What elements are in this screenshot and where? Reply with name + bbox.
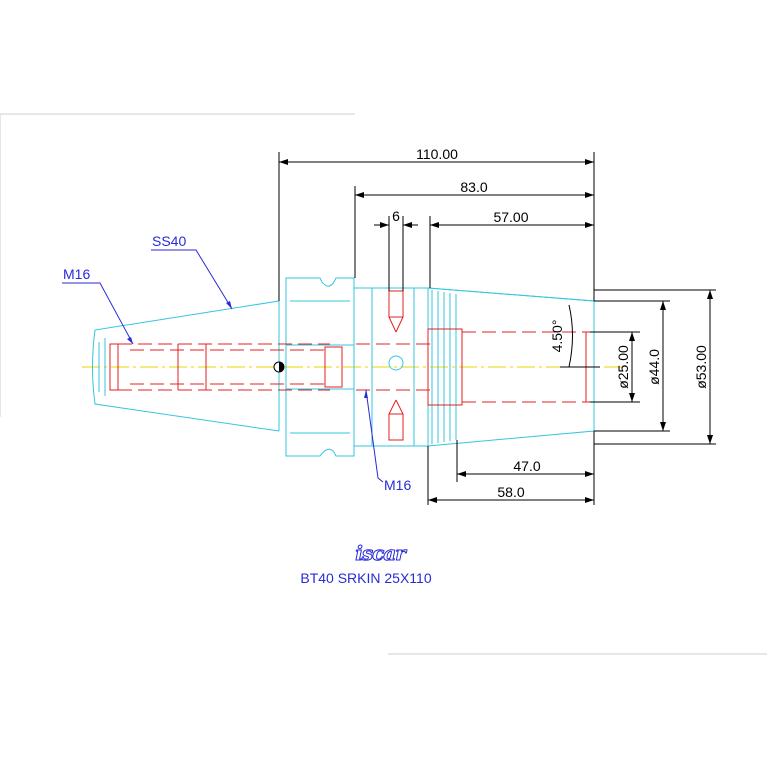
dim-length-83: 83.0 — [460, 179, 487, 195]
label-thread-bottom: M16 — [384, 477, 411, 493]
dim-length-47: 47.0 — [513, 458, 540, 474]
label-thread-left: M16 — [63, 266, 90, 282]
dim-angle: 4.50° — [549, 320, 565, 353]
dim-length-58: 58.0 — [497, 484, 524, 500]
hidden-features — [109, 290, 590, 441]
dim-dia-44: ø44.0 — [646, 349, 662, 385]
dim-length-6: 6 — [392, 208, 400, 224]
dim-overall-length: 110.00 — [416, 146, 458, 162]
brand-logo: iscar — [355, 541, 407, 565]
dim-length-57: 57.00 — [493, 209, 528, 225]
leader-lines — [62, 249, 384, 483]
frame-lines — [0, 113, 767, 655]
gauge-point-marker — [273, 361, 285, 373]
label-taper: SS40 — [152, 233, 186, 249]
product-name: BT40 SRKIN 25X110 — [300, 570, 431, 586]
dimension-lines — [278, 152, 716, 505]
holder-outline — [92, 277, 595, 457]
dim-dia-53: ø53.00 — [693, 345, 709, 389]
dim-dia-25: ø25.00 — [615, 345, 631, 389]
dimension-arrows — [279, 159, 713, 503]
